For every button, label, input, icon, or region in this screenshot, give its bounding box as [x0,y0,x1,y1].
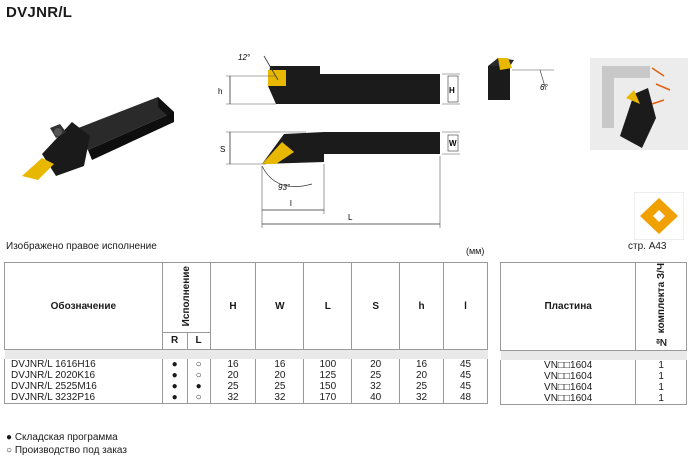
height-cell: 25 [399,381,445,392]
filled-dot-icon: ● [6,432,13,443]
l-cell: ○ [186,359,211,370]
dim-S-label: S [220,145,225,154]
col-H: H [209,262,257,350]
insert-cell: VN□□1604 [499,393,637,406]
col-R: R [161,331,188,351]
dim-angle-top: 12° [238,53,251,62]
page-title: DVJNR/L [6,4,73,21]
height-cell: 16 [399,359,445,370]
small-l-cell: 45 [443,381,488,392]
designation-cell: DVJNR/L 2020K16 [4,370,163,381]
col-insert: Пластина [499,261,637,352]
end-view-drawing: 6° [488,58,554,100]
tool-holder-photo [22,97,174,180]
height-cell: 20 [399,370,445,381]
length-cell: 100 [303,359,353,370]
col-h: h [399,262,445,350]
length-cell: 170 [303,392,353,404]
insert-cell: VN□□1604 [499,382,637,394]
col-W: W [255,262,305,350]
designation-cell: DVJNR/L 2525M16 [4,381,163,392]
application-sketch [590,58,688,150]
page-reference: стр. А43 [628,241,667,252]
legend-order: ○ Производство под заказ [6,445,127,456]
col-version: Исполнение [180,265,192,327]
s-cell: 25 [351,370,401,381]
s-cell: 40 [351,392,401,404]
s-cell: 20 [351,359,401,370]
w-cell: 16 [255,359,305,370]
h-cell: 20 [209,370,257,381]
col-L: L [303,262,353,350]
legend-order-text: Производство под заказ [14,445,127,456]
w-cell: 20 [255,370,305,381]
dim-L-label: L [348,213,353,222]
kit-cell: 1 [635,371,687,383]
r-cell: ● [161,359,188,370]
col-kit: № комплекта З/Ч [655,263,667,348]
col-designation: Обозначение [4,262,163,350]
dimensions-table: Обозначение Исполнение H W L S h l R L D… [4,262,488,404]
w-cell: 25 [255,381,305,392]
insert-icon [22,158,54,180]
h-cell: 32 [209,392,257,404]
insert-cell: VN□□1604 [499,371,637,383]
w-cell: 32 [255,392,305,404]
kit-cell: 1 [635,382,687,394]
length-cell: 150 [303,381,353,392]
dim-h-label: h [218,87,222,96]
legend-stock: ● Складская программа [6,432,118,443]
small-l-cell: 45 [443,359,488,370]
dim-l-label: l [290,199,292,208]
open-dot-icon: ○ [6,445,13,456]
r-cell: ● [161,392,188,404]
insert-pictogram [634,192,684,240]
dim-angle-side: 93° [278,183,291,192]
units-label: (мм) [466,246,485,256]
dim-H-label: H [449,86,455,95]
col-version-L: L [186,331,211,351]
h-cell: 16 [209,359,257,370]
height-cell: 32 [399,392,445,404]
designation-cell: DVJNR/L 3232P16 [4,392,163,404]
col-S: S [351,262,401,350]
technical-drawing: h 12° H S W 93° l L [218,53,460,228]
legend-stock-text: Складская программа [14,432,118,443]
l-cell: ○ [186,370,211,381]
length-cell: 125 [303,370,353,381]
l-cell: ○ [186,392,211,404]
small-l-cell: 45 [443,370,488,381]
caption-right-version: Изображено правое исполнение [6,241,157,252]
kit-cell: 1 [635,360,687,372]
kit-cell: 1 [635,393,687,406]
r-cell: ● [161,381,188,392]
l-cell: ● [186,381,211,392]
col-l: l [443,262,488,350]
small-l-cell: 48 [443,392,488,404]
dim-W-label: W [449,139,457,148]
insert-cell: VN□□1604 [499,360,637,372]
s-cell: 32 [351,381,401,392]
designation-cell: DVJNR/L 1616H16 [4,359,163,370]
h-cell: 25 [209,381,257,392]
r-cell: ● [161,370,188,381]
dim-angle-end: 6° [540,83,548,92]
